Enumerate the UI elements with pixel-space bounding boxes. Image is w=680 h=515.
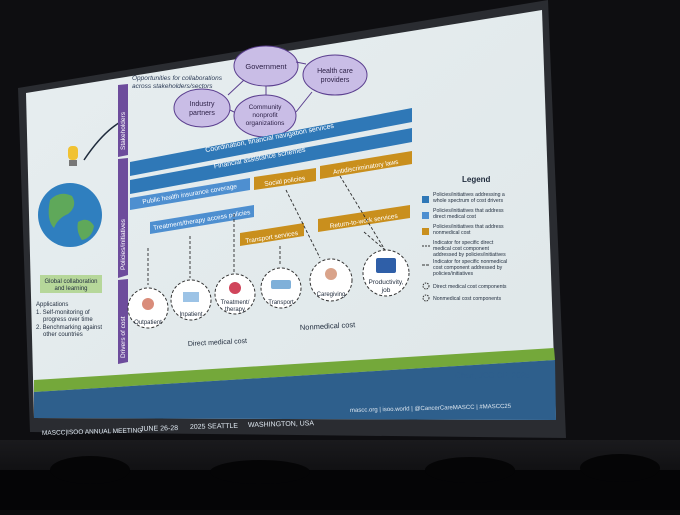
bar-social-policies: [254, 168, 316, 190]
footer-dates: JUNE 26-28: [140, 425, 178, 433]
legend: Legend Policies/initiatives addressing a…: [422, 175, 507, 302]
treatment-icon: [229, 282, 241, 294]
node-community-label-1: Community: [249, 104, 283, 111]
globe-land-icon: [77, 219, 94, 240]
legend-item2-line2: direct medical cost: [433, 214, 477, 220]
node-health-care-label-2: providers: [321, 77, 350, 84]
legend-item5-line1: Indicator for specific nonmedical: [433, 259, 507, 265]
legend-item5-line3: policies/initiatives: [433, 271, 473, 277]
node-government-label: Government: [245, 62, 287, 71]
legend-item4-line3: addressed by policies/initiatives: [433, 252, 506, 258]
driver-caregiving-label: Caregiving: [317, 292, 346, 298]
legend-item4-line1: Indicator for specific direct: [433, 240, 494, 246]
bar-financial-assistance: [130, 128, 412, 194]
application-1-line2: progress over time: [43, 317, 93, 323]
global-label-line2: and learning: [54, 286, 87, 292]
global-label-box: [40, 275, 102, 293]
bar-return-to-work: [318, 205, 410, 232]
outpatient-icon: [142, 298, 154, 310]
globe-icon: [38, 183, 102, 247]
application-1-line1: 1. Self-monitoring of: [36, 310, 90, 316]
node-industry: [173, 88, 231, 128]
indicator-lines: [147, 175, 386, 285]
drivers-side-label: Drivers of cost: [120, 316, 127, 358]
node-health-care-label-1: Health care: [317, 68, 353, 75]
legend-item2-line1: Policies/initiatives that address: [433, 208, 504, 214]
global-label-line1: Global collaboration: [44, 279, 97, 285]
stakeholders-side-bar: [118, 84, 128, 157]
stakeholders-title-line2: across stakeholders/sectors: [132, 83, 213, 90]
globe-land-icon: [48, 193, 75, 228]
policies-side-bar: [118, 158, 128, 278]
legend-item1-line1: Policies/initiatives addressing a: [433, 192, 505, 198]
node-community-label-3: organizations: [246, 120, 285, 127]
cost-drivers: Outpatient Inpatient Treatment/ therapy …: [127, 249, 410, 348]
direct-medical-cost-label: Direct medical cost: [188, 338, 247, 348]
legend-item3-line2: nonmedical cost: [433, 230, 471, 236]
driver-transport-label: Transport: [268, 300, 294, 306]
green-band: [34, 348, 555, 392]
stakeholders-title-line1: Opportunities for collaborations: [132, 75, 223, 82]
stakeholder-connector-arrows: [227, 61, 313, 113]
lightbulb-base-icon: [69, 160, 77, 166]
drivers-side-bar: [118, 279, 128, 364]
legend-circle-direct: [422, 282, 430, 290]
applications-label: Applications: [36, 302, 68, 308]
caregiving-icon: [325, 268, 337, 280]
bar-antidiscriminatory: [320, 151, 412, 179]
citation: Chan, JCO OP, 2025: [455, 371, 530, 380]
left-panel: Global collaboration and learning Applic…: [36, 119, 125, 338]
legend-item7: Nonmedical cost components: [433, 296, 501, 302]
driver-productivity-label-1: Productivity,: [369, 279, 404, 286]
stakeholders-section: Opportunities for collaborations across …: [132, 45, 368, 138]
bus-icon: [271, 280, 291, 289]
legend-item4-line2: medical cost component: [433, 246, 489, 252]
node-industry-label-2: partners: [189, 110, 215, 117]
legend-item3-line1: Policies/initiatives that address: [433, 224, 504, 230]
node-community-label-2: nonprofit: [252, 112, 277, 119]
lightbulb-icon: [68, 146, 78, 160]
footer-country: WASHINGTON, USA: [248, 420, 315, 429]
legend-item6: Direct medical cost components: [433, 284, 507, 290]
driver-productivity-label-2: job: [381, 287, 391, 294]
legend-item1-line2: whole spectrum of cost drivers: [433, 198, 503, 204]
application-2-line2: other countries: [43, 332, 83, 338]
policy-bars: Coordination, financial navigation servi…: [130, 108, 412, 246]
node-industry-label-1: Industry: [190, 101, 215, 108]
legend-swatch-direct-medical: [422, 212, 429, 219]
bar-treatment-access: [150, 205, 254, 234]
legend-item5-line2: cost component addressed by: [433, 265, 503, 271]
footer-city: 2025 SEATTLE: [190, 423, 239, 431]
policies-side-label: Policies/initiatives: [120, 218, 127, 270]
legend-circle-nonmedical: [422, 294, 430, 302]
footer-band: [34, 360, 556, 420]
application-2-line1: 2. Benchmarking against: [36, 325, 102, 331]
driver-outpatient-label: Outpatient: [134, 320, 162, 326]
driver-inpatient-label: Inpatient: [179, 312, 202, 318]
inpatient-icon: [183, 292, 199, 302]
legend-swatch-nonmedical: [422, 228, 429, 235]
footer: MASCC|ISOO ANNUAL MEETING JUNE 26-28 202…: [42, 404, 512, 437]
driver-treatment-label-2: therapy: [225, 307, 245, 313]
briefcase-icon: [376, 258, 396, 273]
side-labels: Stakeholders Policies/initiatives Driver…: [118, 84, 128, 364]
stakeholders-side-label: Stakeholders: [120, 111, 127, 150]
footer-links: mascc.org | isoo.world | @CancerCareMASC…: [350, 404, 512, 414]
node-health-care: [302, 54, 368, 96]
footer-meeting: MASCC|ISOO ANNUAL MEETING: [42, 427, 143, 437]
legend-title: Legend: [462, 175, 491, 184]
bar-coordination: [130, 108, 412, 176]
bar-public-health-insurance: [130, 178, 250, 210]
driver-treatment-label-1: Treatment/: [221, 300, 250, 306]
nonmedical-cost-label: Nonmedical cost: [300, 320, 357, 332]
bar-transport-services: [240, 223, 304, 246]
audience-silhouettes: [0, 454, 680, 510]
legend-swatch-whole-spectrum: [422, 196, 429, 203]
